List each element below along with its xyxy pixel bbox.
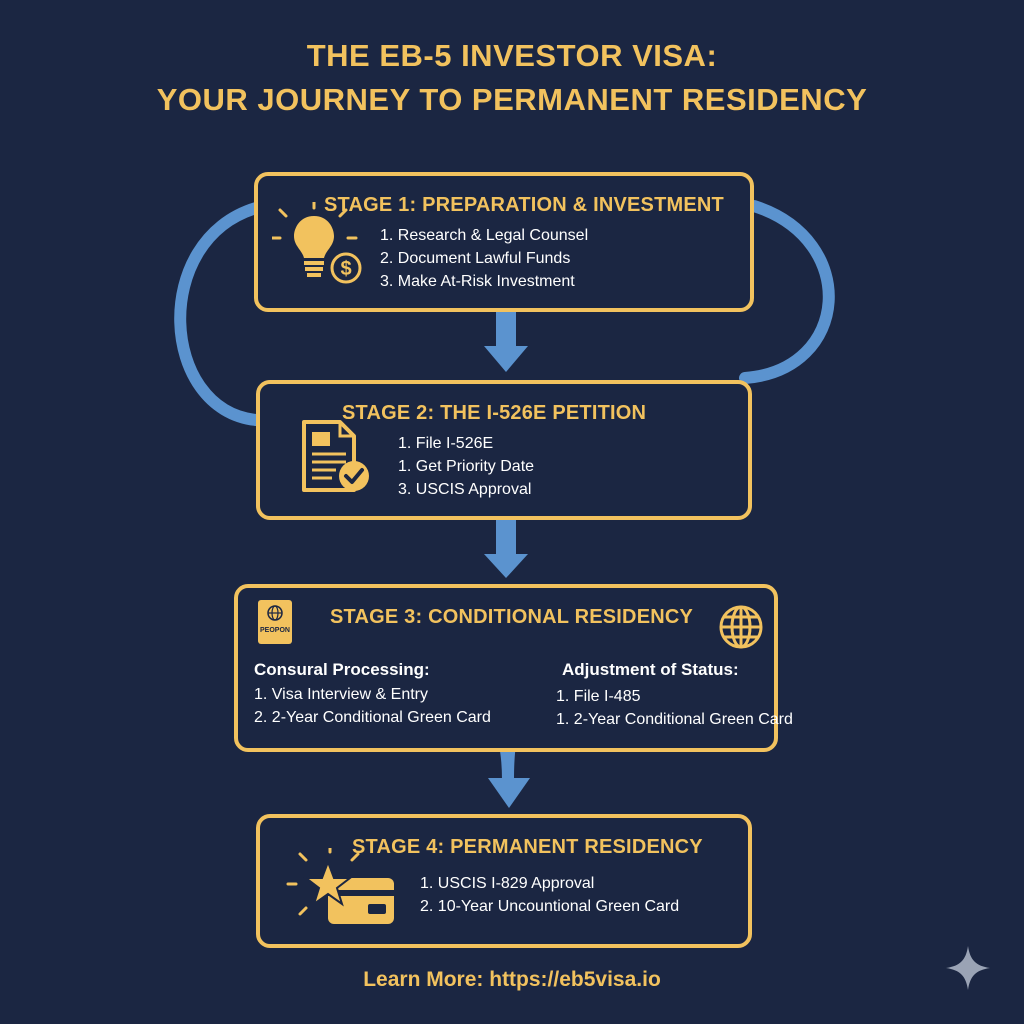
list-item: 1. Get Priority Date [398,458,535,475]
stage-4-title: STAGE 4: PERMANENT RESIDENCY [352,836,703,858]
stage-2-box: STAGE 2: THE I-526E PETITION 1. File I-5… [256,380,752,520]
document-check-icon [302,420,369,492]
list-item: 1. 2-Year Conditional Green Card [556,711,793,728]
lightbulb-dollar-icon: $ [272,202,362,284]
consular-processing-heading: Consural Processing: [254,660,430,679]
adjustment-of-status-heading: Adjustment of Status: [562,660,739,679]
arrow-stage2-to-stage3 [484,520,528,578]
stage-3-box: STAGE 3: CONDITIONAL RESIDENCY PEOPON Co… [234,584,793,752]
stage-1-title: STAGE 1: PREPARATION & INVESTMENT [324,194,724,216]
stage-4-steps: 1. USCIS I-829 Approval 2. 10-Year Uncou… [420,872,679,918]
footer-link[interactable]: Learn More: https://eb5visa.io [363,968,661,991]
list-item: 2. 2-Year Conditional Green Card [254,709,491,726]
stage-1-box: STAGE 1: PREPARATION & INVESTMENT $ 1. R… [254,172,754,312]
list-item: 1. Research & Legal Counsel [380,227,589,244]
star-card-icon [286,848,394,924]
stage-3-title: STAGE 3: CONDITIONAL RESIDENCY [330,606,694,628]
list-item: 2. Document Lawful Funds [380,250,571,267]
stage-1-steps: 1. Research & Legal Counsel 2. Document … [380,224,588,293]
list-item: 1. Visa Interview & Entry [254,686,428,703]
list-item: 3. USCIS Approval [398,481,532,498]
stage-4-box: STAGE 4: PERMANENT RESIDENCY 1. USCIS I-… [256,814,752,948]
consular-processing-steps: 1. Visa Interview & Entry 2. 2-Year Cond… [254,683,491,729]
title-line-1: THE EB-5 INVESTOR VISA: [306,38,718,73]
passport-label: PEOPON [260,627,290,634]
passport-icon: PEOPON [258,600,292,644]
svg-text:$: $ [340,258,351,280]
stage-2-title: STAGE 2: THE I-526E PETITION [342,402,647,424]
list-item: 1. USCIS I-829 Approval [420,875,595,892]
list-item: 2. 10-Year Uncountional Green Card [420,898,680,915]
title-line-2: YOUR JOURNEY TO PERMANENT RESIDENCY [156,82,868,117]
list-item: 1. File I-526E [398,435,494,452]
loop-connector-left [174,202,262,426]
globe-icon [719,605,763,649]
adjustment-of-status-steps: 1. File I-485 1. 2-Year Conditional Gree… [556,685,793,731]
list-item: 1. File I-485 [556,688,641,705]
stage-2-steps: 1. File I-526E 1. Get Priority Date 3. U… [398,432,534,501]
sparkle-icon [946,946,990,990]
list-item: 3. Make At-Risk Investment [380,273,575,290]
loop-connector-right [739,200,835,384]
arrow-stage1-to-stage2 [484,312,528,372]
